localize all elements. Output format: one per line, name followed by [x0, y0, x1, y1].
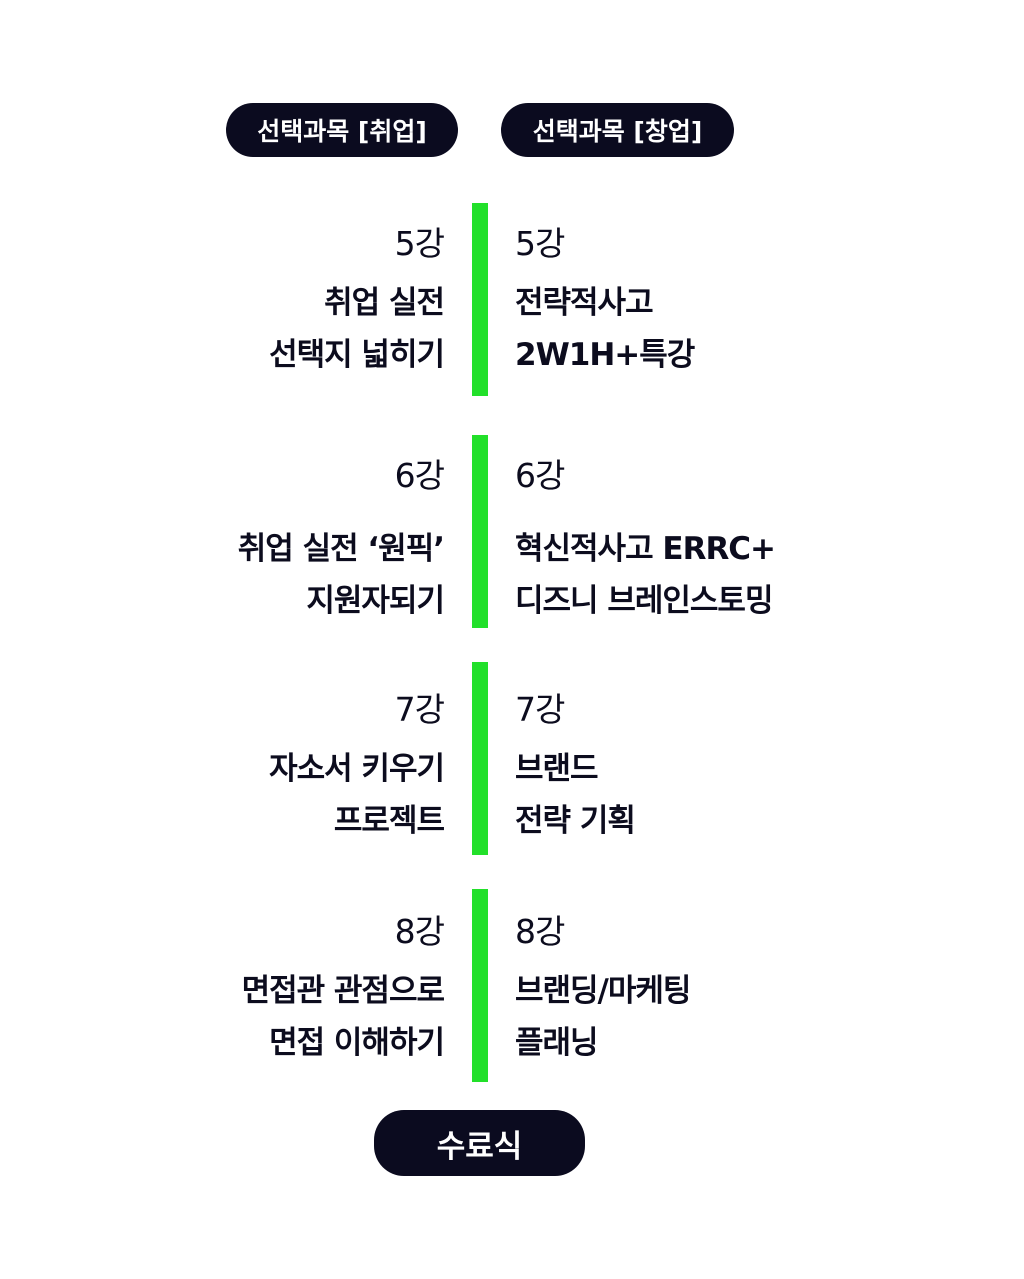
session-title-line2: 디즈니 브레인스토밍	[515, 583, 773, 619]
startup-session-5: 5강 전략적사고 2W1H+특강	[515, 224, 695, 381]
session-title-line2: 플래닝	[515, 1025, 599, 1061]
lecture-number: 5강	[394, 224, 445, 263]
startup-session-8: 8강 브랜딩/마케팅 플래닝	[515, 912, 691, 1069]
lecture-number: 8강	[515, 912, 565, 951]
session-title-line2: 지원자되기	[306, 583, 445, 619]
timeline-bar-session-8	[472, 889, 488, 1082]
lecture-number: 6강	[515, 456, 565, 495]
lecture-number: 7강	[394, 690, 445, 729]
job-session-5: 5강 취업 실전 선택지 넓히기	[269, 224, 445, 381]
session-title-line1: 취업 실전 ‘원픽’	[237, 531, 445, 567]
startup-session-6: 6강 혁신적사고 ERRC+ 디즈니 브레인스토밍	[515, 456, 776, 627]
session-title-line2: 선택지 넓히기	[269, 337, 445, 373]
completion-ceremony-pill: 수료식	[374, 1110, 585, 1176]
session-title-line1: 혁신적사고 ERRC+	[515, 531, 776, 567]
timeline-bar-session-7	[472, 662, 488, 855]
session-title-line1: 브랜드	[515, 751, 599, 787]
job-track-pill: 선택과목 [취업]	[226, 103, 458, 157]
session-title-line1: 전략적사고	[515, 285, 654, 321]
startup-track-pill: 선택과목 [창업]	[501, 103, 734, 157]
lecture-number: 7강	[515, 690, 565, 729]
job-track-label: 선택과목 [취업]	[257, 117, 427, 146]
timeline-bar-session-5	[472, 203, 488, 396]
completion-label: 수료식	[436, 1128, 523, 1165]
session-title-line2: 프로젝트	[333, 803, 445, 839]
lecture-number: 6강	[394, 456, 445, 495]
job-session-7: 7강 자소서 키우기 프로젝트	[269, 690, 445, 847]
session-title-line2: 2W1H+특강	[515, 337, 695, 373]
job-session-8: 8강 면접관 관점으로 면접 이해하기	[241, 912, 445, 1069]
job-session-6: 6강 취업 실전 ‘원픽’ 지원자되기	[237, 456, 445, 627]
session-title-line1: 브랜딩/마케팅	[515, 973, 691, 1009]
session-title-line1: 자소서 키우기	[269, 751, 445, 787]
lecture-number: 8강	[394, 912, 445, 951]
session-title-line1: 면접관 관점으로	[241, 973, 445, 1009]
session-title-line2: 전략 기획	[515, 803, 636, 839]
session-title-line1: 취업 실전	[324, 285, 445, 321]
startup-track-label: 선택과목 [창업]	[532, 117, 703, 146]
session-title-line2: 면접 이해하기	[269, 1025, 445, 1061]
lecture-number: 5강	[515, 224, 565, 263]
timeline-bar-session-6	[472, 435, 488, 628]
startup-session-7: 7강 브랜드 전략 기획	[515, 690, 636, 847]
